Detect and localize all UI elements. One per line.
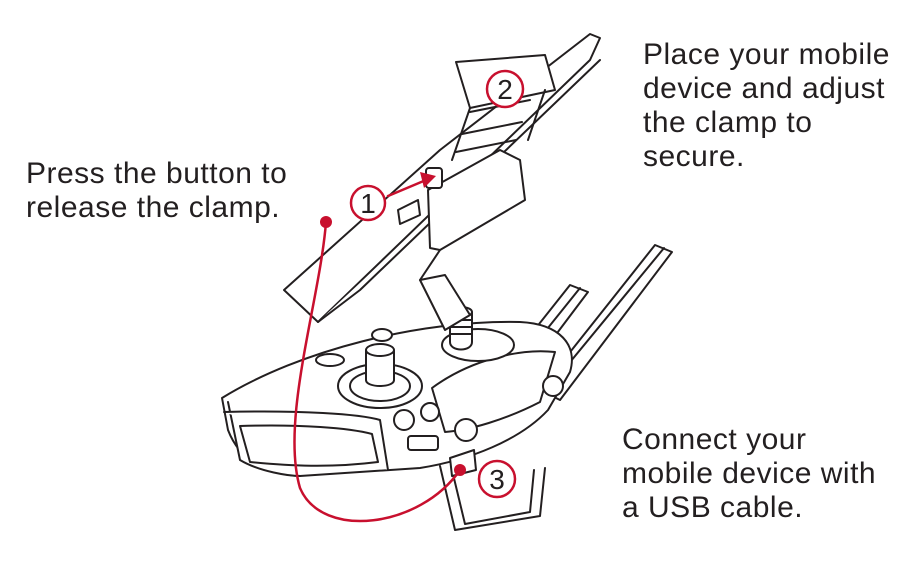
callout-three: 3 xyxy=(477,459,517,499)
callout-one-label: 1 xyxy=(360,188,376,219)
callout-two-label: 2 xyxy=(497,74,513,105)
caption-place-device: Place your mobile device and adjust the … xyxy=(643,38,890,173)
callout-three-label: 3 xyxy=(489,464,505,495)
callout-dot-usb xyxy=(454,464,466,476)
callout-arrow xyxy=(420,172,436,188)
caption-press-button: Press the button to release the clamp. xyxy=(26,157,288,224)
power-button xyxy=(315,353,345,367)
function-button xyxy=(393,409,415,431)
callout-lines xyxy=(293,178,462,523)
dial xyxy=(407,435,439,451)
camera-button xyxy=(420,402,440,422)
callout-two: 2 xyxy=(485,69,525,109)
caption-connect-usb: Connect your mobile device with a USB ca… xyxy=(622,423,877,524)
antenna-pivot-right xyxy=(542,375,564,397)
left-stick xyxy=(337,328,423,409)
callout-one: 1 xyxy=(349,184,387,222)
antenna-pivot-left xyxy=(454,418,478,442)
callout-dot-button xyxy=(320,216,332,228)
